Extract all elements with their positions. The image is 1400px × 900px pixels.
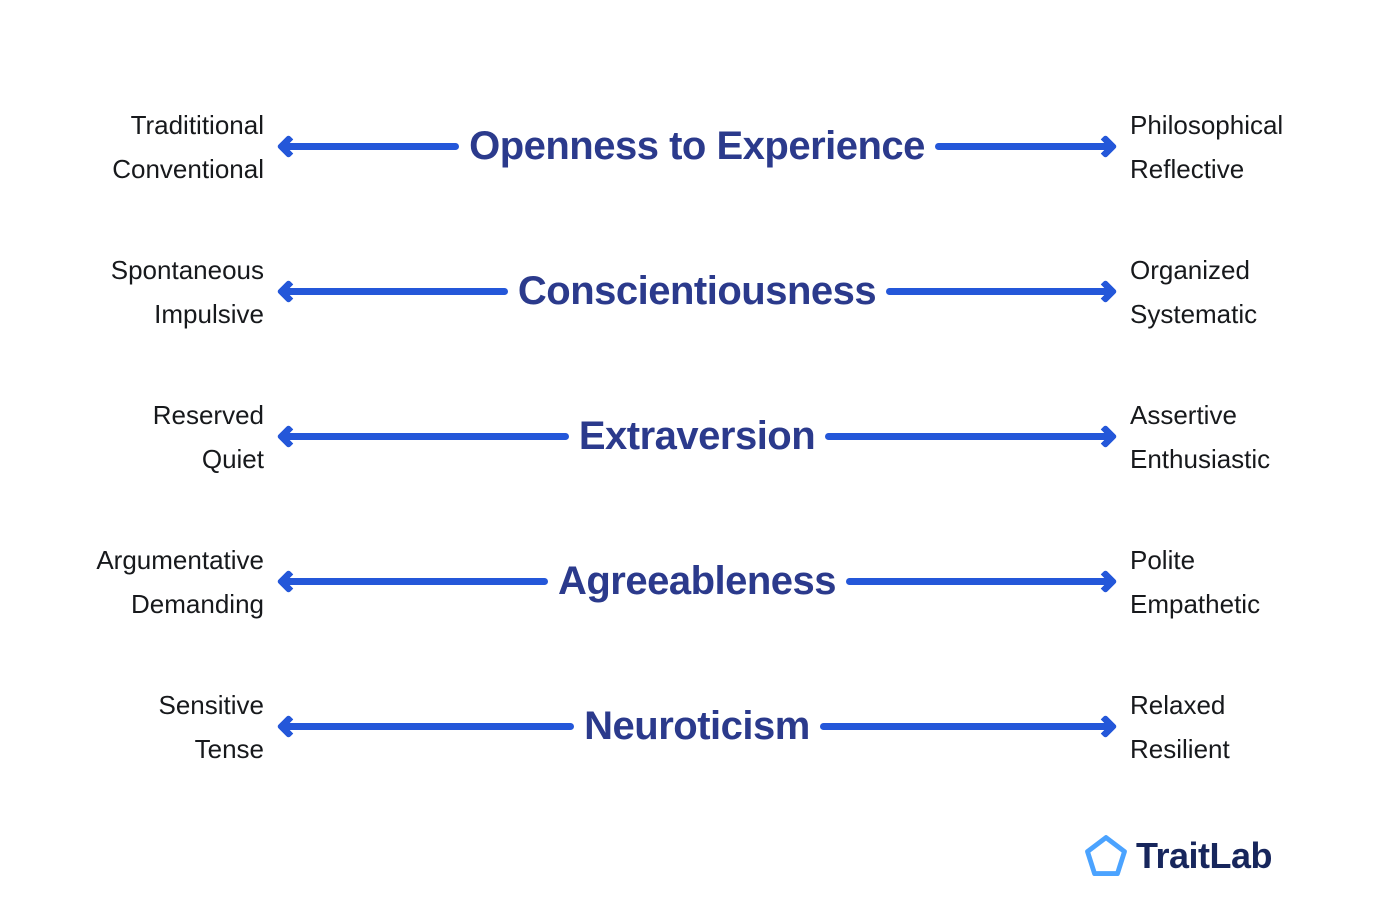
low-pole-label: Reserved Quiet xyxy=(58,393,264,481)
low-pole-line1: Tradititional xyxy=(130,109,264,140)
arrow-shaft xyxy=(284,723,575,730)
high-pole-label: Polite Empathetic xyxy=(1130,538,1342,626)
trait-axis: Agreeableness xyxy=(276,559,1118,604)
trait-axis: Extraversion xyxy=(276,414,1118,459)
arrow-left-icon xyxy=(276,712,575,742)
trait-axis: Conscientiousness xyxy=(276,269,1118,314)
arrow-left-icon xyxy=(276,422,569,452)
trait-row-extraversion: Reserved Quiet Extraversion Assertive En… xyxy=(58,364,1342,509)
arrow-right-icon xyxy=(846,567,1118,597)
arrowhead-right-icon xyxy=(1093,714,1118,739)
high-pole-line1: Assertive xyxy=(1130,399,1237,430)
arrow-shaft xyxy=(284,143,460,150)
arrowhead-right-icon xyxy=(1093,569,1118,594)
trait-name: Conscientiousness xyxy=(517,269,877,313)
low-pole-label: Argumentative Demanding xyxy=(58,538,264,626)
high-pole-line1: Relaxed xyxy=(1130,689,1226,720)
low-pole-line1: Spontaneous xyxy=(110,254,264,285)
high-pole-line1: Philosophical xyxy=(1130,109,1284,140)
arrow-right-icon xyxy=(886,277,1118,307)
arrow-shaft xyxy=(819,723,1111,730)
arrow-shaft xyxy=(934,143,1110,150)
high-pole-line1: Polite xyxy=(1130,544,1196,575)
high-pole-label: Organized Systematic xyxy=(1130,248,1342,336)
trait-row-openness: Tradititional Conventional Openness to E… xyxy=(58,74,1342,219)
arrowhead-left-icon xyxy=(276,134,301,159)
high-pole-line2: Enthusiastic xyxy=(1130,443,1271,474)
arrow-shaft xyxy=(284,433,569,440)
high-pole-line2: Systematic xyxy=(1130,298,1258,329)
low-pole-label: Sensitive Tense xyxy=(58,683,265,771)
arrowhead-left-icon xyxy=(276,279,301,304)
trait-name: Agreeableness xyxy=(557,559,837,603)
pentagon-icon xyxy=(1085,835,1127,877)
trait-name: Extraversion xyxy=(578,414,816,458)
logo-wordmark: TraitLab xyxy=(1135,835,1273,876)
arrow-shaft xyxy=(846,578,1110,585)
low-pole-line2: Impulsive xyxy=(154,298,264,329)
arrow-left-icon xyxy=(276,567,548,597)
arrow-right-icon xyxy=(825,422,1118,452)
trait-row-conscientiousness: Spontaneous Impulsive Conscientiousness … xyxy=(58,219,1342,364)
arrowhead-right-icon xyxy=(1093,134,1118,159)
arrow-left-icon xyxy=(276,277,508,307)
arrowhead-left-icon xyxy=(276,714,301,739)
low-pole-line1: Sensitive xyxy=(158,689,265,720)
high-pole-label: Assertive Enthusiastic xyxy=(1130,393,1342,481)
low-pole-line1: Argumentative xyxy=(96,544,264,575)
low-pole-label: Spontaneous Impulsive xyxy=(58,248,264,336)
trait-name: Neuroticism xyxy=(584,704,810,748)
trait-row-agreeableness: Argumentative Demanding Agreeableness Po… xyxy=(58,509,1342,654)
high-pole-line2: Reflective xyxy=(1130,153,1245,184)
high-pole-label: Philosophical Reflective xyxy=(1130,103,1342,191)
arrow-shaft xyxy=(825,433,1110,440)
low-pole-line2: Conventional xyxy=(112,153,264,184)
arrow-right-icon xyxy=(934,132,1118,162)
low-pole-line2: Tense xyxy=(194,733,264,764)
arrow-shaft xyxy=(284,288,508,295)
low-pole-line2: Quiet xyxy=(201,443,264,474)
low-pole-label: Tradititional Conventional xyxy=(58,103,264,191)
low-pole-line1: Reserved xyxy=(152,399,264,430)
high-pole-label: Relaxed Resilient xyxy=(1130,683,1342,771)
high-pole-line2: Resilient xyxy=(1130,733,1230,764)
high-pole-line1: Organized xyxy=(1130,254,1250,285)
arrow-shaft xyxy=(284,578,548,585)
arrow-shaft xyxy=(886,288,1111,295)
trait-name: Openness to Experience xyxy=(469,124,925,168)
arrow-left-icon xyxy=(276,132,460,162)
arrowhead-right-icon xyxy=(1093,424,1118,449)
trait-axis: Openness to Experience xyxy=(276,124,1118,169)
arrow-right-icon xyxy=(819,712,1118,742)
traitlab-logo: TraitLab xyxy=(1084,834,1273,878)
high-pole-line2: Empathetic xyxy=(1130,588,1261,619)
big-five-trait-diagram: Tradititional Conventional Openness to E… xyxy=(58,74,1342,799)
arrowhead-left-icon xyxy=(276,424,301,449)
trait-row-neuroticism: Sensitive Tense Neuroticism Relaxed Resi… xyxy=(58,654,1342,799)
trait-axis: Neuroticism xyxy=(276,704,1118,749)
arrowhead-left-icon xyxy=(276,569,301,594)
low-pole-line2: Demanding xyxy=(131,588,264,619)
arrowhead-right-icon xyxy=(1093,279,1118,304)
